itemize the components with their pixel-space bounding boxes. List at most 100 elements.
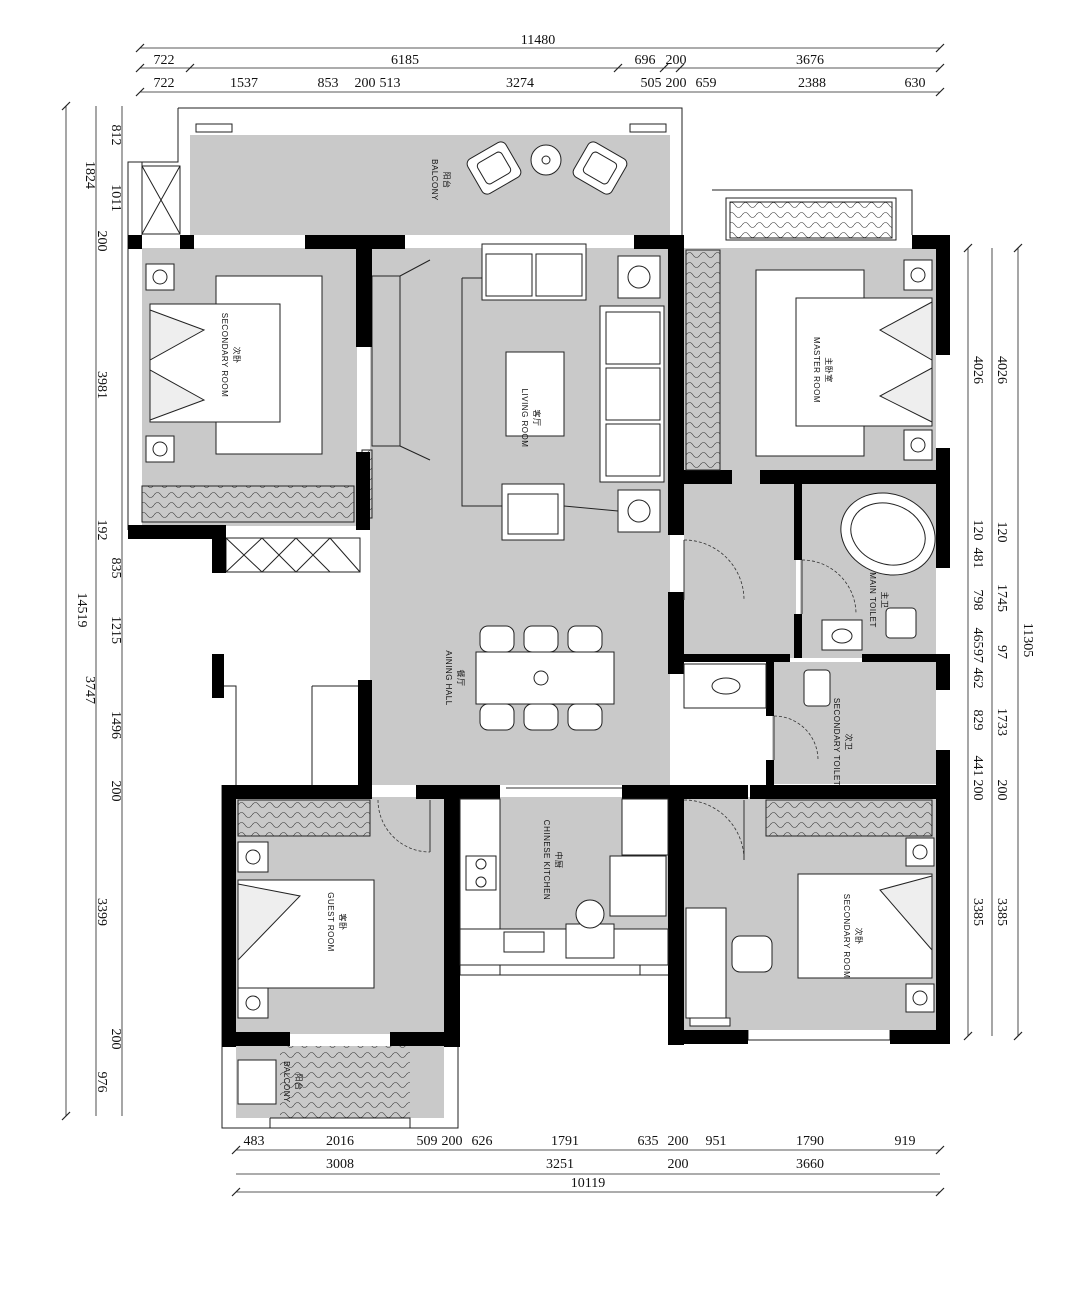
svg-text:主卧室: 主卧室: [824, 357, 834, 383]
dim-left-8: 3747: [82, 676, 97, 704]
dim-top-r2-4: 513: [380, 76, 401, 91]
room-labels: 阳台 BALCONY 次卧 SECONDARY ROOM 客厅 LIVING R…: [220, 159, 890, 1103]
svg-text:SECONDARY TOILET: SECONDARY TOILET: [832, 698, 841, 786]
hall-right-floor: [684, 486, 796, 658]
dim-bottom-r1-0: 483: [244, 1134, 265, 1149]
dim-right-o1: 120: [994, 522, 1009, 543]
dim-left-4: 3981: [94, 371, 109, 399]
dim-bottom-overall: 10119: [571, 1176, 605, 1191]
dim-bottom-r1-3: 200: [442, 1134, 463, 1149]
dim-left-overall: 14519: [74, 593, 89, 628]
svg-text:CHINESE KITCHEN: CHINESE KITCHEN: [542, 820, 551, 900]
dim-bottom-r2-3: 3660: [796, 1157, 824, 1172]
walls: [128, 235, 950, 1047]
dim-right-i1: 120: [970, 520, 985, 541]
balcony-planter: [729, 201, 893, 239]
dim-right-i7: 829: [970, 710, 985, 731]
dim-left-7: 1215: [108, 616, 123, 644]
dim-right-i10: 3385: [970, 898, 985, 926]
dim-bottom-r1-5: 1791: [551, 1134, 579, 1149]
dim-top-r2-1: 1537: [230, 76, 258, 91]
desk: [685, 907, 727, 1019]
room-label-master-room: 主卧室 MASTER ROOM: [812, 337, 834, 403]
dim-top-r2-10: 630: [905, 76, 926, 91]
room-label-living-room: 客厅 LIVING ROOM: [520, 389, 542, 448]
room-label-secondary-room-right: 次卧 SECONDARY ROOM: [842, 894, 864, 979]
doors: [377, 539, 857, 861]
svg-text:MAIN TOILET: MAIN TOILET: [868, 572, 877, 627]
dim-bottom-r2-0: 3008: [326, 1157, 354, 1172]
dim-right-i9: 200: [970, 780, 985, 801]
dim-top-r2-9: 2388: [798, 76, 826, 91]
room-label-secondary-toilet: 次卫 SECONDARY TOILET: [832, 698, 854, 786]
dim-top-r2-2: 853: [318, 76, 339, 91]
dim-top-r2-3: 200: [355, 76, 376, 91]
svg-text:GUEST ROOM: GUEST ROOM: [326, 892, 335, 952]
dim-left-0: 812: [108, 125, 123, 146]
svg-text:次卧: 次卧: [854, 928, 864, 945]
dim-left-1: 1824: [82, 161, 97, 189]
dim-top-r1-1: 6185: [391, 53, 419, 68]
dim-bottom-r1-10: 919: [895, 1134, 916, 1149]
dim-bottom-r2-2: 200: [668, 1157, 689, 1172]
dimensions-bottom: 483 2016 509 200 626 1791 635 200 951 17…: [244, 1134, 916, 1191]
wardrobe: [141, 485, 355, 523]
dim-bottom-r2-1: 3251: [546, 1157, 574, 1172]
dim-bottom-r1-8: 951: [706, 1134, 727, 1149]
svg-text:BALCONY: BALCONY: [430, 159, 439, 201]
dim-left-11: 3399: [94, 898, 109, 926]
dim-right-i8: 441: [970, 756, 985, 777]
door-leaves: [429, 540, 803, 860]
svg-text:SECONDARY ROOM: SECONDARY ROOM: [220, 313, 229, 398]
dim-left-2: 1011: [108, 184, 123, 211]
dim-bottom-r1-2: 509: [417, 1134, 438, 1149]
svg-text:次卧: 次卧: [232, 347, 242, 364]
dim-bottom-r1-4: 626: [472, 1134, 493, 1149]
dim-top-r2-6: 505: [641, 76, 662, 91]
dimension-lines: [65, 47, 1019, 1193]
dim-left-9: 1496: [108, 711, 123, 739]
svg-text:BALCONY: BALCONY: [282, 1061, 291, 1103]
room-label-balcony-top: 阳台 BALCONY: [430, 159, 452, 201]
dim-top-r2-8: 659: [696, 76, 717, 91]
svg-text:中厨: 中厨: [554, 852, 564, 869]
dim-left-10: 200: [108, 781, 123, 802]
svg-text:餐厅: 餐厅: [456, 670, 465, 687]
dining-chairs: [479, 625, 603, 731]
room-label-chinese-kitchen: 中厨 CHINESE KITCHEN: [542, 820, 564, 900]
dim-bottom-r1-7: 200: [668, 1134, 689, 1149]
dim-left-12: 200: [108, 1029, 123, 1050]
dim-top-r1-0: 722: [154, 53, 175, 68]
dim-right-i5: 97: [970, 649, 985, 663]
dim-top-r1-2: 696: [635, 53, 656, 68]
svg-text:阳台: 阳台: [442, 172, 452, 189]
furniture: [141, 123, 936, 1118]
dim-right-o0: 4026: [994, 356, 1009, 384]
dim-top-r1-4: 3676: [796, 53, 824, 68]
room-label-balcony-bottom: 阳台 BALCONY: [282, 1061, 304, 1103]
dim-top-r2-7: 200: [666, 76, 687, 91]
dim-left-6: 835: [108, 558, 123, 579]
room-label-main-toilet: 主卫 MAIN TOILET: [868, 572, 890, 627]
balcony-armchair-right: [572, 141, 628, 195]
dim-top-r1-3: 200: [666, 53, 687, 68]
svg-text:SECONDARY ROOM: SECONDARY ROOM: [842, 894, 851, 979]
dim-left-5: 192: [94, 520, 109, 541]
svg-text:主卫: 主卫: [880, 592, 890, 609]
svg-text:AINING HALL: AINING HALL: [444, 650, 453, 705]
svg-text:客厅: 客厅: [532, 410, 542, 427]
secondary-toilet-floor: [772, 662, 936, 784]
dim-left-13: 976: [94, 1072, 109, 1093]
dim-right-o2: 1745: [994, 584, 1009, 612]
dimensions-right: 11305 4026 120 1745 97 1733 200 3385 402…: [970, 356, 1035, 926]
dim-right-o3: 97: [994, 645, 1009, 659]
coffee-table: [505, 351, 565, 437]
dim-bottom-r1-6: 635: [638, 1134, 659, 1149]
dim-top-overall: 11480: [521, 33, 555, 48]
dim-bottom-r1-9: 1790: [796, 1134, 824, 1149]
dim-right-i3: 798: [970, 590, 985, 611]
svg-text:阳台: 阳台: [294, 1074, 304, 1091]
balcony-armchair-left: [466, 141, 522, 195]
dim-right-i0: 4026: [970, 356, 985, 384]
dim-right-i4: 465: [970, 628, 985, 649]
